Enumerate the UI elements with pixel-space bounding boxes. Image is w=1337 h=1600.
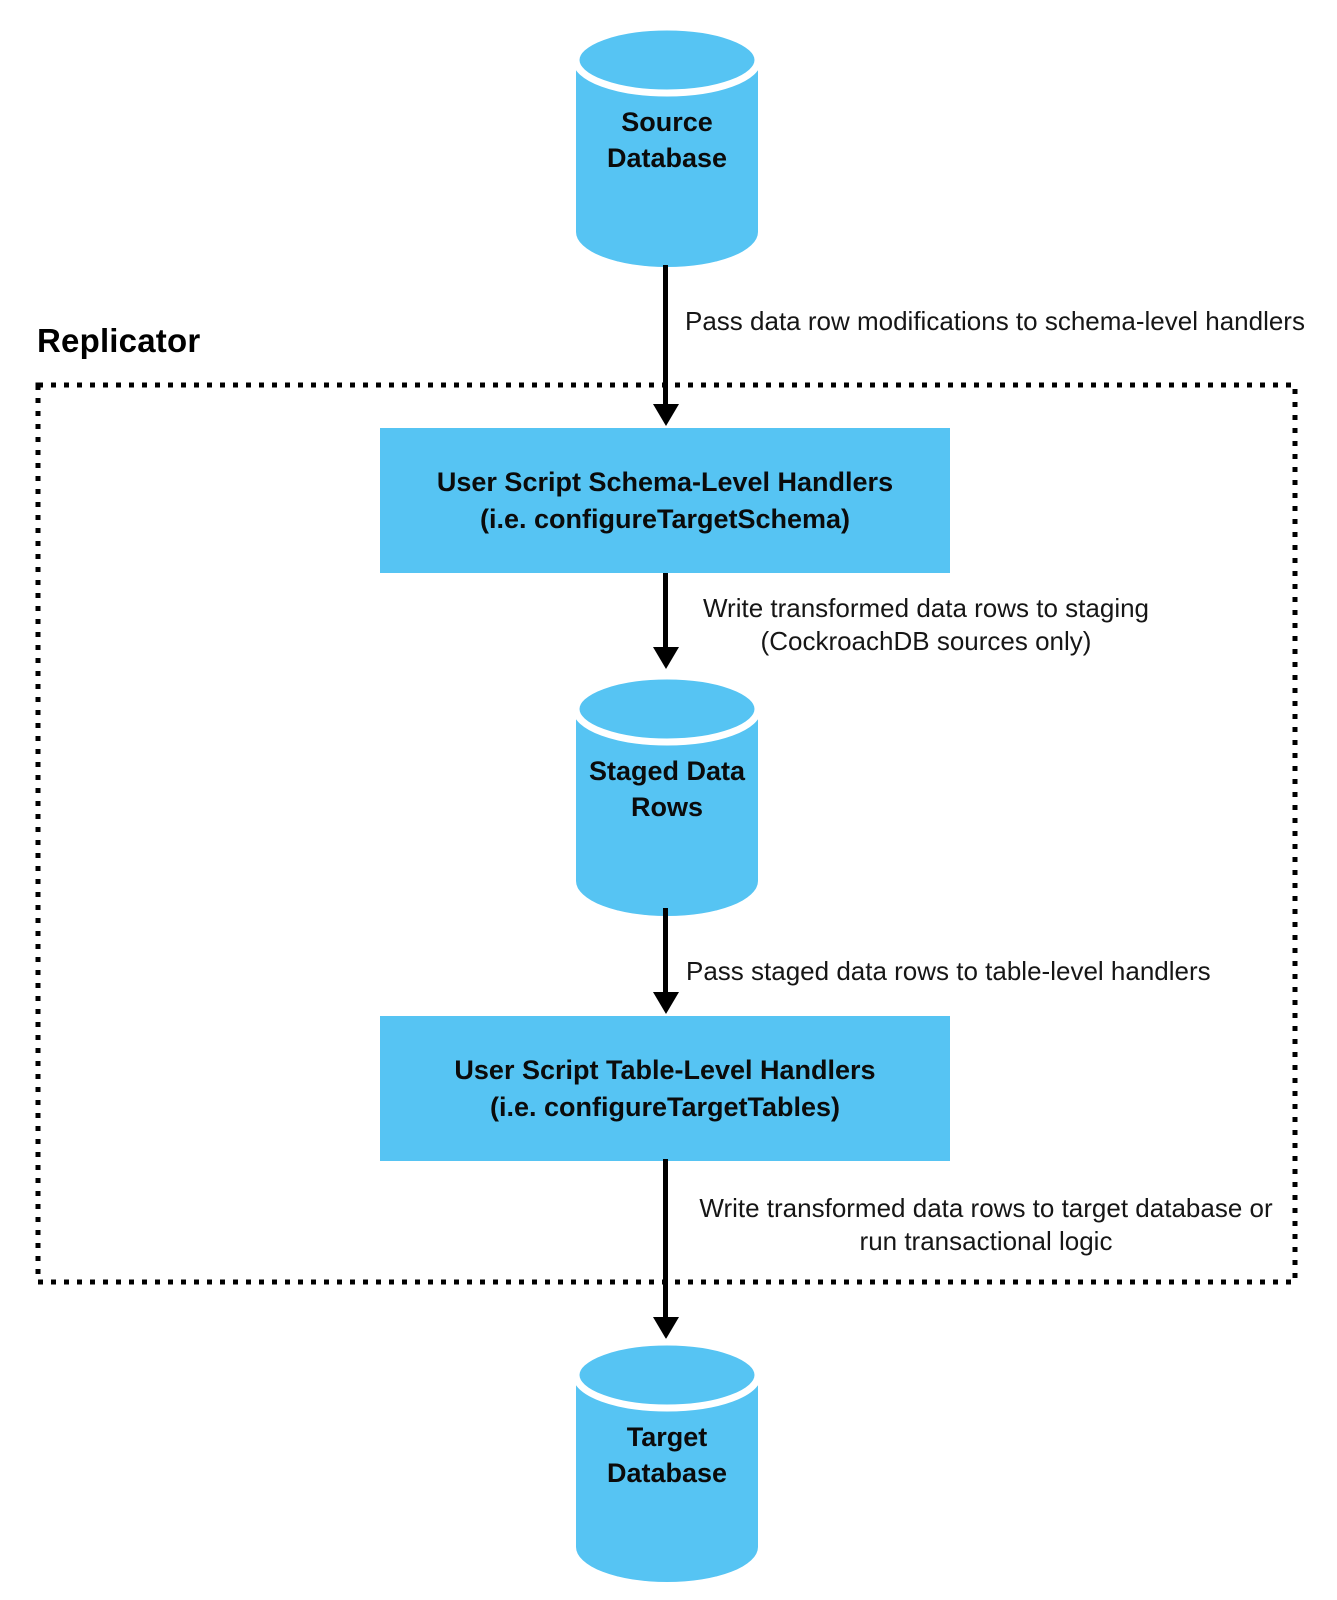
schema-level-handlers-node: User Script Schema-Level Handlers (i.e. …	[380, 428, 950, 573]
arrow-table-to-target-icon	[663, 1159, 668, 1318]
edge-label-staged-to-table: Pass staged data rows to table-level han…	[686, 956, 1211, 986]
edge-label-table-to-target: Write transformed data rows to target da…	[699, 1193, 1273, 1256]
arrow-schema-to-staged-icon	[663, 573, 668, 648]
database-cylinder-icon	[572, 1338, 762, 1582]
edge-label-schema-to-staged: Write transformed data rows to staging (…	[702, 593, 1150, 656]
database-cylinder-icon	[572, 672, 762, 916]
edge-label-source-to-schema: Pass data row modifications to schema-le…	[685, 306, 1305, 336]
arrow-source-to-schema-icon	[663, 265, 668, 405]
table-level-handlers-node: User Script Table-Level Handlers (i.e. c…	[380, 1016, 950, 1161]
database-cylinder-icon	[572, 23, 762, 267]
replicator-group-title: Replicator	[37, 322, 201, 359]
arrow-staged-to-table-icon	[663, 908, 668, 993]
